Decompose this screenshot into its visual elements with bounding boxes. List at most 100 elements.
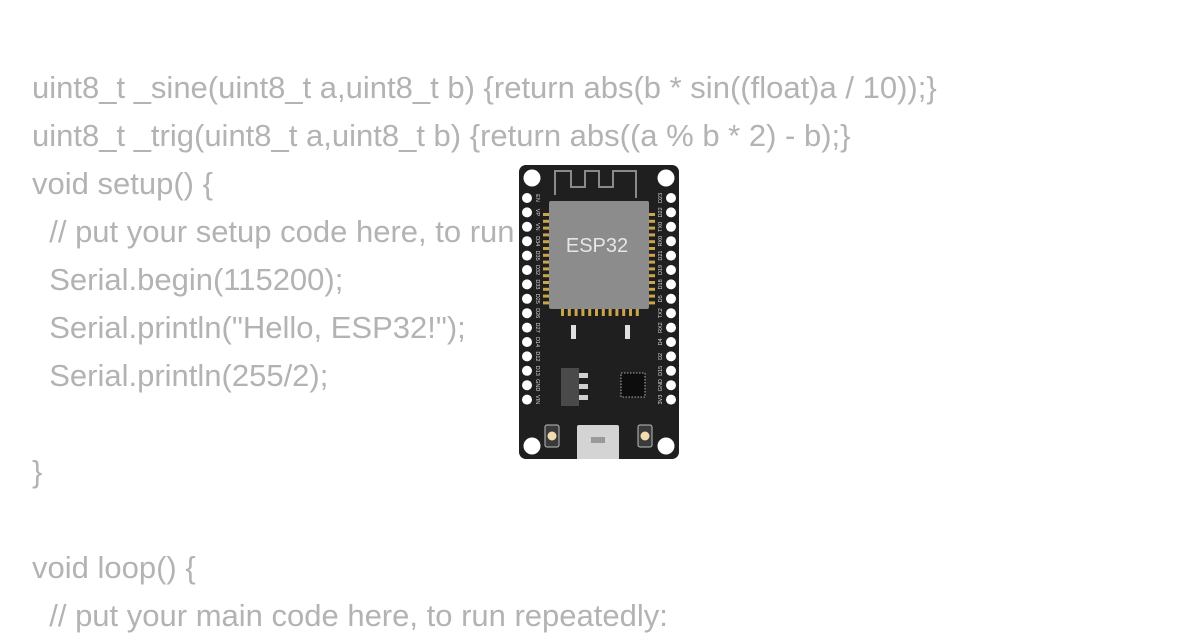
pin-label: 3V3 xyxy=(658,395,664,405)
pin-label: D22 xyxy=(658,207,664,217)
header-pin[interactable] xyxy=(666,293,676,304)
esp32-module xyxy=(549,201,649,309)
module-pad xyxy=(647,219,655,223)
pin-label: D23 xyxy=(658,193,664,203)
module-pad xyxy=(615,309,619,316)
mounting-hole xyxy=(523,437,541,455)
module-pad xyxy=(635,309,639,316)
module-pad xyxy=(647,260,655,264)
module-pad xyxy=(647,294,655,298)
module-pad xyxy=(543,260,551,264)
module-pad xyxy=(561,309,564,316)
boot-button-cap xyxy=(547,431,557,441)
pin-label: TX2 xyxy=(658,308,664,318)
module-pad xyxy=(543,253,551,257)
header-pin[interactable] xyxy=(522,193,532,203)
micro-usb-slot xyxy=(591,437,605,443)
module-pad xyxy=(647,274,655,278)
header-pin[interactable] xyxy=(522,221,532,232)
pin-label: GND xyxy=(658,379,664,391)
header-pin[interactable] xyxy=(666,380,676,391)
header-pin[interactable] xyxy=(666,365,676,376)
header-pin[interactable] xyxy=(522,308,532,319)
code-line: // put your setup code here, to run once… xyxy=(32,214,599,249)
en-button-cap xyxy=(640,431,650,441)
pin-label: D27 xyxy=(534,323,540,333)
header-pin[interactable] xyxy=(666,250,676,261)
module-pad xyxy=(543,281,551,284)
code-line: Serial.println(255/2); xyxy=(32,358,329,393)
header-pin[interactable] xyxy=(666,308,676,319)
module-pad xyxy=(647,247,655,250)
pin-label: EN xyxy=(534,194,540,202)
pin-label: D13 xyxy=(534,366,540,376)
header-pin[interactable] xyxy=(666,265,676,275)
header-pin[interactable] xyxy=(666,394,676,405)
pin-label: D33 xyxy=(534,279,540,289)
voltage-regulator xyxy=(561,368,579,406)
regulator-lead xyxy=(579,373,588,378)
header-pin[interactable] xyxy=(522,279,532,290)
regulator-lead xyxy=(579,395,588,400)
pin-label: D14 xyxy=(534,337,540,347)
header-pin[interactable] xyxy=(666,337,676,347)
regulator-lead xyxy=(579,384,588,389)
header-pin[interactable] xyxy=(666,279,676,290)
pin-label: D35 xyxy=(534,251,540,261)
module-pad xyxy=(543,213,551,216)
smd-component xyxy=(625,325,630,339)
header-pin[interactable] xyxy=(522,337,532,347)
module-pad xyxy=(543,267,551,271)
module-pad xyxy=(647,281,655,284)
code-editor: uint8_t _sine(uint8_t a,uint8_t b) {retu… xyxy=(32,64,937,640)
pin-label: D32 xyxy=(534,265,540,275)
mounting-hole xyxy=(657,437,675,455)
header-pin[interactable] xyxy=(522,351,532,362)
code-line: void setup() { xyxy=(32,166,213,201)
code-line: } xyxy=(32,454,43,489)
header-pin[interactable] xyxy=(522,236,532,247)
code-line: // put your main code here, to run repea… xyxy=(32,598,668,633)
pin-label: D25 xyxy=(534,294,540,304)
module-pad xyxy=(543,219,551,223)
header-pin[interactable] xyxy=(522,207,532,218)
header-pin[interactable] xyxy=(666,351,676,362)
header-pin[interactable] xyxy=(522,250,532,261)
header-pin[interactable] xyxy=(522,293,532,304)
header-pin[interactable] xyxy=(522,380,532,391)
pin-label: RX2 xyxy=(658,322,664,333)
pin-label: D5 xyxy=(658,295,664,302)
module-pad xyxy=(543,233,551,237)
header-pin[interactable] xyxy=(666,236,676,247)
header-pin[interactable] xyxy=(666,193,676,203)
chip-label: ESP32 xyxy=(566,235,628,257)
header-pin[interactable] xyxy=(522,394,532,405)
header-pin[interactable] xyxy=(666,207,676,218)
header-pin[interactable] xyxy=(522,365,532,376)
header-pin[interactable] xyxy=(666,221,676,232)
pin-label: D26 xyxy=(534,308,540,318)
header-pin[interactable] xyxy=(666,322,676,333)
code-line: Serial.begin(115200); xyxy=(32,262,344,297)
code-line: uint8_t _sine(uint8_t a,uint8_t b) {retu… xyxy=(32,70,937,105)
pin-label: D18 xyxy=(658,279,664,289)
module-pad xyxy=(581,309,585,316)
pin-label: TX0 xyxy=(658,222,664,232)
header-pin[interactable] xyxy=(522,265,532,275)
header-pin[interactable] xyxy=(522,322,532,333)
antenna-trace xyxy=(554,170,637,198)
pin-label: D4 xyxy=(658,338,664,345)
mounting-hole xyxy=(523,169,541,187)
module-pad xyxy=(543,240,551,244)
code-line: void loop() { xyxy=(32,550,196,585)
module-pad xyxy=(647,267,655,271)
module-pad xyxy=(608,309,612,316)
pin-label: RX0 xyxy=(658,236,664,247)
module-pad xyxy=(543,287,551,291)
module-pad xyxy=(543,301,551,305)
module-pad xyxy=(647,240,655,244)
module-pad xyxy=(647,287,655,291)
code-line xyxy=(32,496,937,544)
module-pad xyxy=(574,309,578,316)
